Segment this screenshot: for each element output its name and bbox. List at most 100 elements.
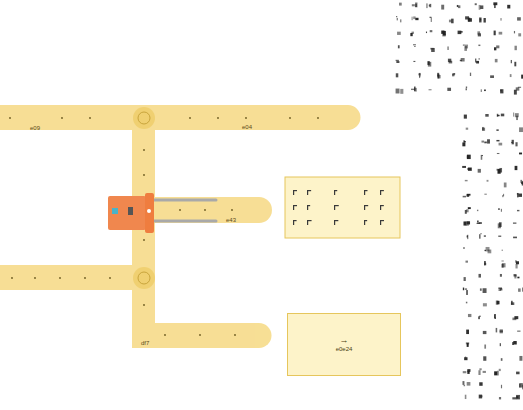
noise-mark <box>496 45 499 48</box>
fork <box>150 220 216 223</box>
noise-mark <box>413 16 415 19</box>
noise-mark <box>517 17 521 20</box>
glyph <box>293 220 297 221</box>
noise-mark <box>498 223 501 228</box>
indicator <box>128 207 133 215</box>
waypoint <box>217 117 219 119</box>
noise-mark <box>519 153 522 155</box>
noise-mark <box>447 88 451 91</box>
glyph <box>380 190 384 191</box>
noise-mark <box>516 372 519 375</box>
noise-mark <box>494 314 495 318</box>
noise-mark <box>448 59 451 62</box>
noise-mark <box>481 89 482 92</box>
noise-mark <box>464 141 466 142</box>
noise-mark <box>494 4 495 8</box>
noise-mark <box>483 371 486 373</box>
noise-mark <box>478 274 480 278</box>
noise-mark <box>479 368 481 370</box>
noise-mark <box>397 32 401 35</box>
noise-mark <box>487 180 489 182</box>
noise-mark <box>412 4 415 6</box>
noise-mark <box>519 127 523 132</box>
waypoint <box>204 209 206 211</box>
noise-mark <box>466 209 468 212</box>
noise-mark <box>485 114 488 117</box>
glyph <box>334 190 337 191</box>
noise-mark <box>431 17 432 22</box>
noise-mark <box>484 18 486 23</box>
noise-mark <box>503 194 504 196</box>
waypoint <box>11 277 13 279</box>
noise-mark <box>479 17 481 22</box>
noise-mark <box>519 356 522 361</box>
noise-mark <box>497 114 499 117</box>
shelf-glyphs <box>293 190 384 225</box>
noise-mark <box>511 60 512 63</box>
waypoint <box>199 334 201 336</box>
noise-mark <box>467 235 468 237</box>
noise-mark <box>487 139 490 143</box>
waypoint <box>143 304 145 306</box>
noise-mark <box>483 303 487 306</box>
noise-mark <box>468 207 471 209</box>
noise-mark <box>484 142 487 144</box>
noise-mark <box>481 141 484 143</box>
noise-mark <box>496 169 499 171</box>
noise-mark <box>485 261 486 265</box>
waypoint <box>317 117 319 119</box>
noise-mark <box>477 221 478 223</box>
noise-mark <box>466 302 467 304</box>
noise-mark <box>484 194 486 195</box>
noise-mark <box>515 142 517 146</box>
noise-mark <box>500 343 501 346</box>
noise-mark <box>522 385 523 390</box>
noise-mark <box>465 288 467 289</box>
glyph <box>380 205 384 206</box>
noise-mark <box>516 87 520 90</box>
noise-mark <box>482 127 484 130</box>
glyph <box>307 220 312 221</box>
noise-mark <box>502 250 503 251</box>
noise-mark <box>500 18 501 21</box>
noise-mark <box>512 140 514 145</box>
noise-mark <box>479 395 482 397</box>
noise-mark <box>517 277 519 279</box>
noise-mark <box>438 75 441 78</box>
shelf-box <box>285 177 400 238</box>
noise-mark <box>516 395 520 399</box>
noise-mark <box>515 260 516 262</box>
noise-mark <box>400 19 401 22</box>
noise-mark <box>467 221 470 224</box>
noise-mark <box>514 274 517 276</box>
noise-mark <box>467 382 471 386</box>
waypoint <box>289 117 291 119</box>
noise-mark <box>522 288 523 292</box>
noise-mark <box>464 115 467 119</box>
noise-mark <box>441 31 444 34</box>
noise-mark <box>396 89 400 94</box>
glyph <box>334 220 338 221</box>
noise-mark <box>396 73 399 77</box>
junction <box>133 267 155 289</box>
noise-mark <box>481 155 483 160</box>
noise-mark <box>499 168 502 173</box>
noise-mark <box>480 233 482 234</box>
robot-mast <box>145 193 154 233</box>
noise-mark <box>410 33 412 36</box>
noise-mark <box>458 5 460 8</box>
noise-mark <box>511 142 513 143</box>
noise-mark <box>426 32 427 34</box>
sensor <box>112 208 118 214</box>
noise-mark <box>415 18 418 20</box>
noise-mark <box>464 357 467 360</box>
noise-mark <box>465 357 466 358</box>
noise-mark <box>415 2 417 7</box>
noise-mark <box>396 61 399 63</box>
noise-mark <box>465 395 467 399</box>
noise-mark <box>511 302 514 305</box>
noise-mark <box>494 371 497 375</box>
noise-mark <box>429 89 432 90</box>
noise-mark <box>467 168 471 170</box>
